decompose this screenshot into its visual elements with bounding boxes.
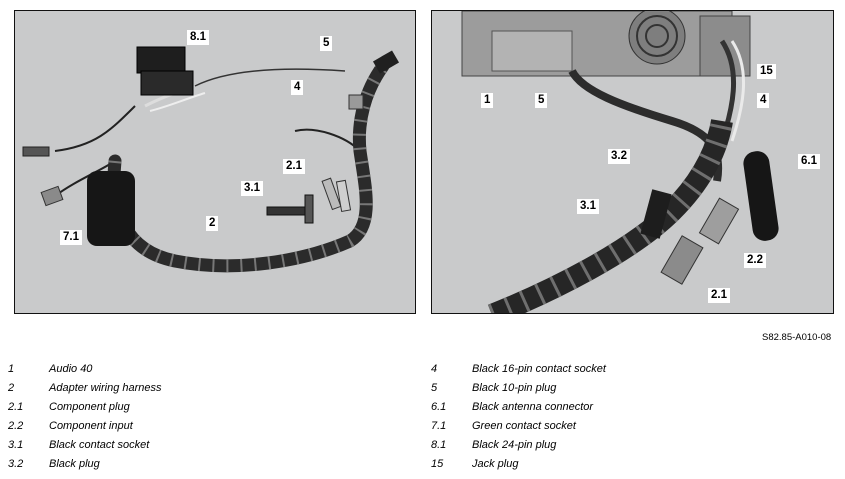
legend-number: 4: [431, 363, 438, 375]
component-plug: [321, 177, 342, 211]
callout-left-3-1: 3.1: [241, 181, 263, 196]
tape-wrap: [87, 171, 135, 246]
callout-right-5: 5: [535, 93, 548, 108]
green-socket: [40, 185, 64, 207]
harness-illustration: [22, 46, 400, 273]
legend-number: 3.1: [8, 439, 24, 451]
legend-text: Green contact socket: [472, 420, 576, 432]
legend-text: Black plug: [49, 458, 100, 470]
legend-number: 1: [8, 363, 15, 375]
component-plug: [660, 235, 704, 285]
legend-number: 6.1: [431, 401, 447, 413]
legend-number: 8.1: [431, 439, 447, 451]
legend-text: Audio 40: [49, 363, 93, 375]
installed-illustration: [461, 11, 779, 313]
legend-number: 2: [8, 382, 15, 394]
callout-left-5: 5: [320, 36, 333, 51]
antenna-connector: [743, 151, 779, 241]
callout-right-3-2: 3.2: [608, 149, 630, 164]
legend-text: Black 10-pin plug: [472, 382, 557, 394]
legend-number: 2.1: [8, 401, 24, 413]
callout-right-3-1: 3.1: [577, 199, 599, 214]
legend-number: 5: [431, 382, 438, 394]
legend-text: Adapter wiring harness: [49, 382, 162, 394]
callout-right-15: 15: [757, 64, 776, 79]
legend-number: 2.2: [8, 420, 24, 432]
callout-right-4: 4: [757, 93, 770, 108]
legend-number: 7.1: [431, 420, 447, 432]
callout-left-8-1: 8.1: [187, 30, 209, 45]
callout-right-1: 1: [481, 93, 494, 108]
callout-right-2-1: 2.1: [708, 288, 730, 303]
legend-text: Jack plug: [472, 458, 519, 470]
24-pin-plug: [136, 46, 186, 74]
braided-harness: [107, 59, 390, 273]
legend-number: 15: [431, 458, 444, 470]
legend-text: Black 16-pin contact socket: [472, 363, 606, 375]
legend-number: 3.2: [8, 458, 24, 470]
legend-text: Component input: [49, 420, 133, 432]
legend-text: Component plug: [49, 401, 130, 413]
photo-panel-harness: 8.1 5 4 2.1 3.1 7.1 2: [14, 10, 416, 314]
callout-right-6-1: 6.1: [798, 154, 820, 169]
callout-left-4: 4: [291, 80, 304, 95]
callout-left-7-1: 7.1: [60, 230, 82, 245]
legend-text: Black 24-pin plug: [472, 439, 557, 451]
figure-code: S82.85-A010-08: [762, 332, 832, 343]
16-pin-socket: [348, 94, 364, 110]
component-input: [698, 197, 740, 245]
braided-harness: [487, 118, 733, 313]
callout-left-2-1: 2.1: [283, 159, 305, 174]
contact-socket: [266, 206, 308, 216]
legend-text: Black antenna connector: [472, 401, 594, 413]
callout-left-2: 2: [206, 216, 219, 231]
photo-panel-installed: 15 1 5 4 6.1 3.2 3.1 2.2 2.1: [431, 10, 834, 314]
legend-text: Black contact socket: [49, 439, 150, 451]
10-pin-plug: [372, 50, 400, 74]
callout-right-2-2: 2.2: [744, 253, 766, 268]
black-plug: [640, 189, 672, 239]
antenna-plug: [22, 146, 50, 157]
